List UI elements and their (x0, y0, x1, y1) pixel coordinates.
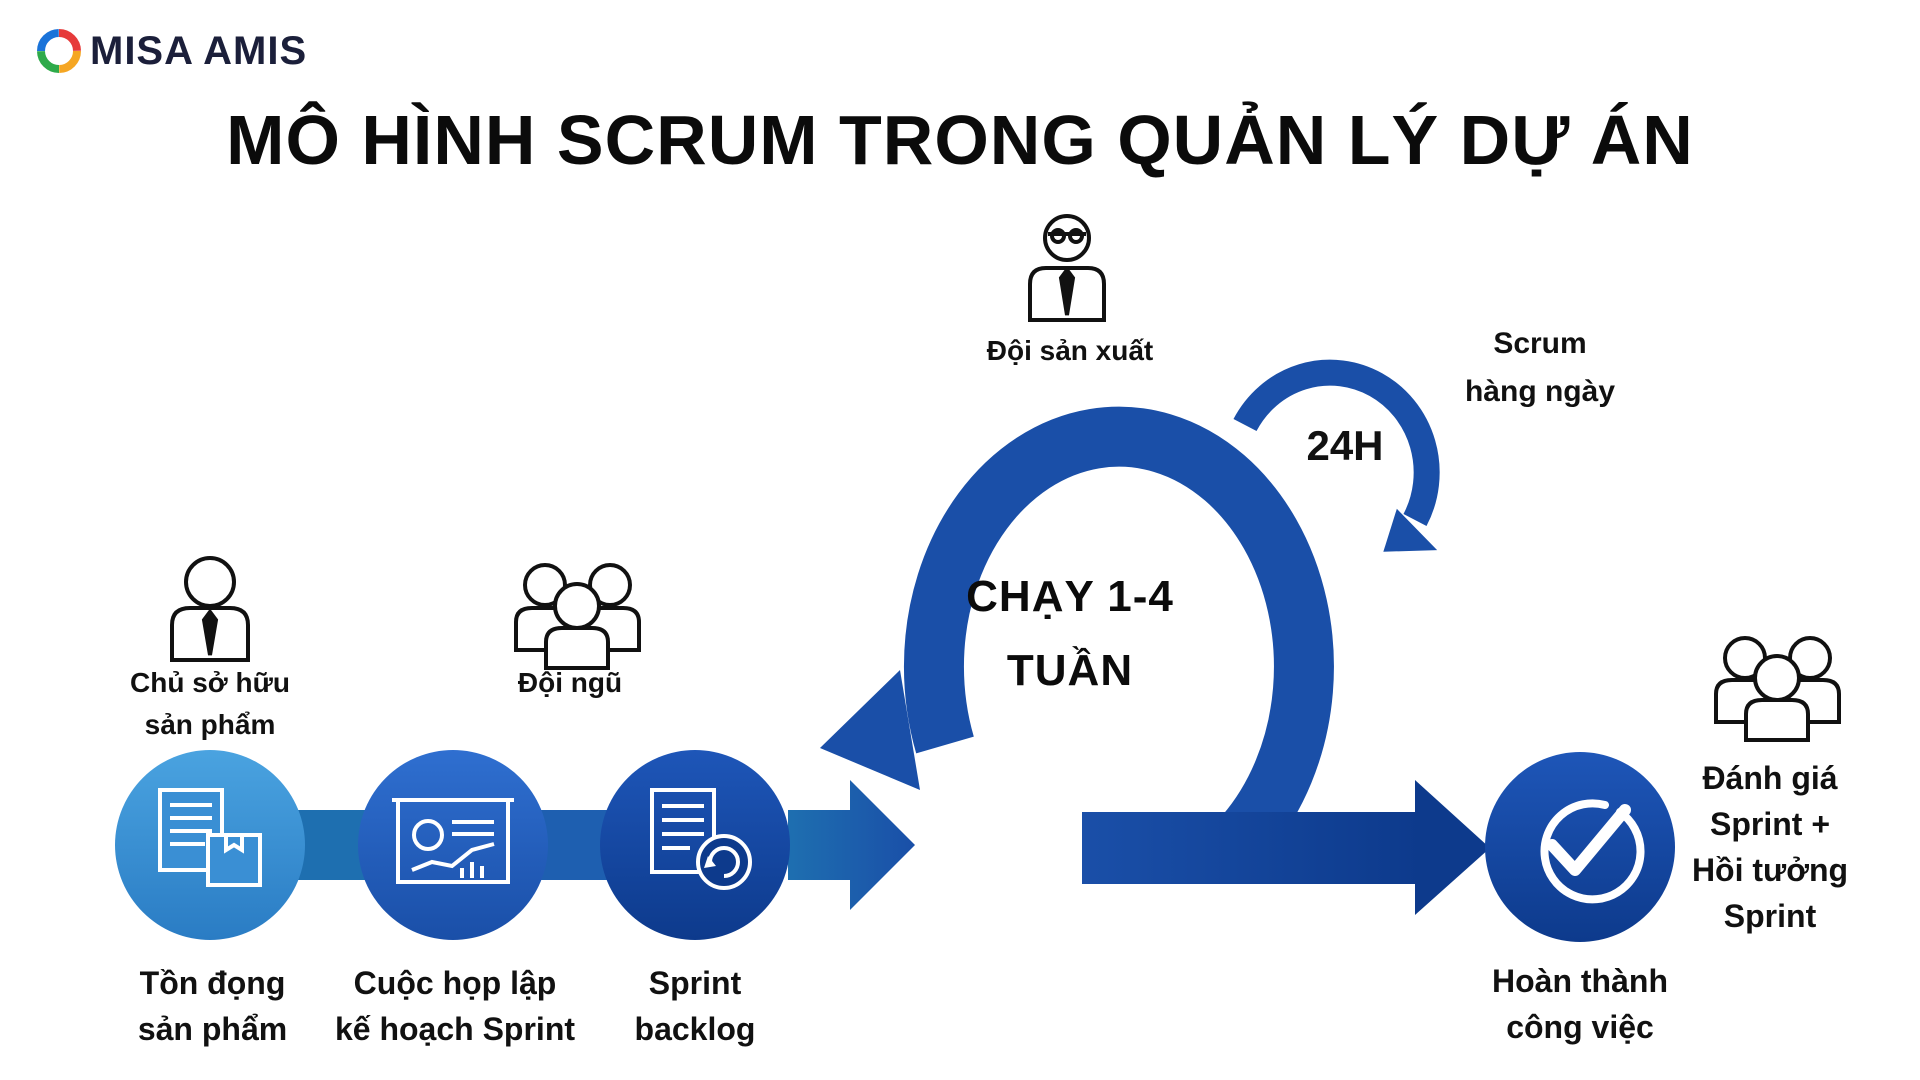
arrow-to-done-head (1415, 780, 1490, 915)
backlog-document-icon (158, 788, 262, 887)
page-title: MÔ HÌNH SCRUM TRONG QUẢN LÝ DỰ ÁN (226, 101, 1694, 179)
sprint-backlog-label: Sprint backlog (600, 960, 790, 1052)
review-label: Đánh giá Sprint + Hồi tưởng Sprint (1660, 755, 1880, 939)
sprint-loop-arrowhead (820, 670, 920, 790)
product-backlog-label-line-2: sản phẩm (137, 1011, 288, 1047)
daily-scrum-label-line-2: hàng ngày (1464, 375, 1615, 408)
review-team-icon (1714, 636, 1841, 742)
connector-2 (540, 810, 610, 880)
arrow-to-done-shaft (1082, 812, 1422, 884)
presentation-board-icon (392, 798, 514, 884)
sprint-duration-line-1: CHẠY 1-4 (966, 572, 1174, 621)
team-label: Đội ngũ (517, 667, 623, 698)
brand-logo-icon (37, 29, 81, 73)
sprint-backlog-label-line-1: Sprint (648, 965, 742, 1001)
sprint-planning-label-line-1: Cuộc họp lập (353, 965, 557, 1001)
review-label-line-2: Sprint + (1709, 806, 1830, 842)
sprint-loop-arc (903, 406, 1334, 855)
team-icon (514, 563, 641, 670)
done-circle (1485, 752, 1675, 942)
review-label-line-3: Hồi tưởng (1691, 852, 1849, 888)
sprint-duration-line-2: TUẦN (1006, 646, 1134, 695)
done-label: Hoàn thành công việc (1450, 958, 1710, 1050)
daily-loop-arrowhead (1383, 508, 1438, 552)
sprint-planning-circle (358, 750, 548, 940)
sprint-duration-label: CHẠY 1-4 TUẦN (910, 560, 1230, 708)
arrow-into-sprint (788, 780, 915, 910)
product-owner-label-line-2: sản phẩm (144, 709, 276, 740)
sprint-planning-label: Cuộc họp lập kế hoạch Sprint (310, 960, 600, 1052)
dev-team-label: Đội sản xuất (986, 335, 1154, 366)
dev-team-icon (1028, 214, 1106, 322)
sprint-planning-label-line-2: kế hoạch Sprint (334, 1011, 576, 1047)
product-owner-label-line-1: Chủ sở hữu (130, 667, 290, 698)
done-label-line-1: Hoàn thành (1492, 963, 1668, 999)
product-owner-icon (170, 556, 250, 662)
daily-scrum-label-line-1: Scrum (1493, 327, 1587, 360)
daily-duration-label: 24H (1306, 422, 1384, 469)
product-backlog-label: Tồn đọng sản phẩm (100, 960, 325, 1052)
checkmark-icon (1540, 799, 1645, 904)
daily-scrum-label: Scrum hàng ngày (1430, 320, 1650, 416)
brand-logo: MISA AMIS (36, 28, 307, 74)
product-owner-label: Chủ sở hữu sản phẩm (100, 662, 320, 746)
daily-loop-arc (1233, 359, 1440, 527)
sprint-backlog-icon (650, 788, 752, 890)
product-backlog-label-line-1: Tồn đọng (139, 965, 286, 1001)
sprint-backlog-circle (600, 750, 790, 940)
done-label-line-2: công việc (1506, 1009, 1654, 1045)
connector-1 (295, 810, 365, 880)
review-label-line-1: Đánh giá (1702, 760, 1838, 796)
review-label-line-4: Sprint (1723, 898, 1817, 934)
sprint-backlog-label-line-2: backlog (634, 1011, 756, 1047)
brand-name: MISA AMIS (90, 28, 308, 73)
